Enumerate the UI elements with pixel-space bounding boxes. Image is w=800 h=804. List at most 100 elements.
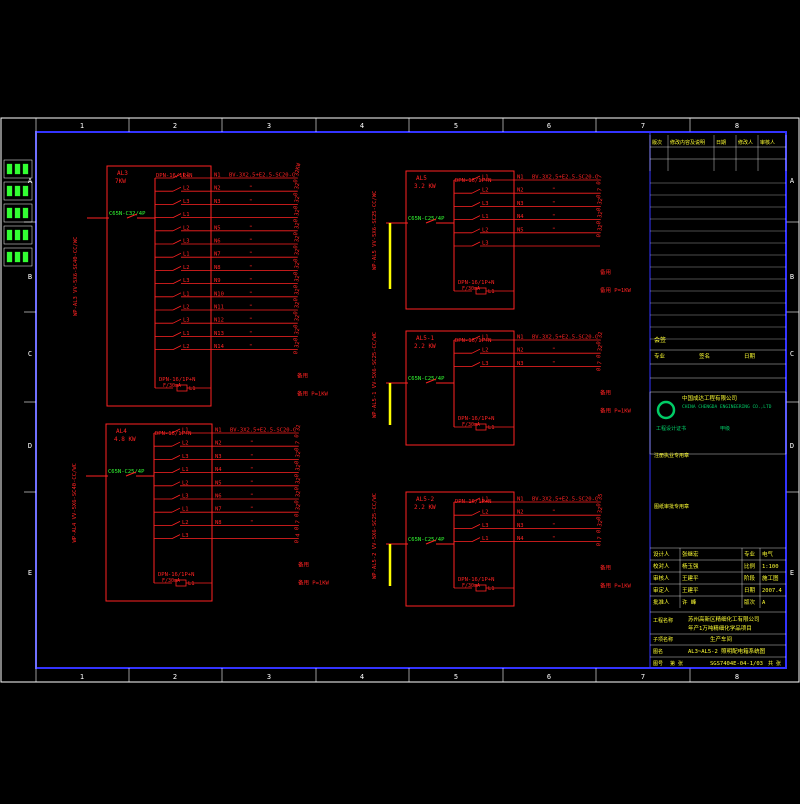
rcd-spec: F/30mA — [462, 286, 480, 292]
circuit-id: N6 — [214, 239, 221, 245]
circuit-switch — [171, 428, 181, 434]
margin-stamp-mark — [14, 251, 21, 263]
circuit-id: N4 — [517, 536, 524, 542]
circuit-id: N3 — [215, 454, 222, 460]
circuit-load: 0.35 — [596, 493, 604, 507]
margin-stamp-mark — [6, 207, 13, 219]
role-label: 审核人 — [653, 574, 670, 582]
circuit-id: N3 — [517, 361, 524, 367]
circuit-phase: L2 — [183, 305, 190, 311]
circuit-phase: L2 — [482, 188, 489, 194]
rcd-phase: L1 — [189, 386, 196, 392]
circuit-phase: L2 — [183, 344, 190, 350]
spare-label-2: 备用 P=1KW — [297, 390, 329, 398]
circuit-phase: L3 — [182, 533, 189, 539]
circuit-load: 0.32 — [596, 224, 604, 238]
approval-stamp-label: 图纸审批专用章 — [654, 503, 689, 510]
circuit-phase: L3 — [183, 239, 190, 245]
circuit-phase: L2 — [482, 348, 489, 354]
circuit-id: N5 — [214, 225, 221, 231]
circuit-switch — [471, 537, 481, 542]
grid-number-top: 2 — [173, 122, 177, 130]
project-label: 工程名称 — [653, 617, 673, 624]
circuit-switch — [172, 213, 182, 218]
circuit-load: 0.7 — [596, 175, 604, 186]
circuit-load: 0.32KW — [293, 162, 302, 183]
rcd-phase: L1 — [488, 289, 495, 295]
project-name-2: 年产1万吨精细化学品项目 — [688, 624, 752, 632]
grid-number-top: 3 — [267, 122, 271, 130]
panel-enclosure — [405, 491, 515, 607]
circuit-phase: L3 — [482, 241, 489, 247]
spare-label: 备用 — [600, 564, 611, 572]
sheet-label: 第 张 — [670, 660, 683, 667]
circuit-switch — [171, 455, 181, 460]
margin-stamp-mark — [14, 229, 21, 241]
incoming-feeder-label: WP-AL5-2 VV-5X6-SC25-CC/WC — [372, 493, 378, 579]
spare-label-2: 备用 P=1KW — [600, 286, 632, 294]
grid-number-top: 4 — [360, 122, 364, 130]
role-value: 1:100 — [762, 564, 779, 570]
circuit-id: N2 — [517, 188, 524, 194]
margin-stamp-mark — [22, 163, 29, 175]
revision-header: 修改内容及说明 — [670, 139, 705, 146]
cable-spec: " — [250, 507, 253, 513]
rcd-type: DPN-16/1P+N — [458, 416, 494, 422]
circuit-phase: L2 — [183, 225, 190, 231]
circuit-switch — [171, 507, 181, 513]
circuit-switch — [471, 241, 481, 247]
cable-spec: " — [249, 305, 252, 311]
margin-stamp-cell — [3, 159, 33, 179]
circuit-switch — [471, 188, 481, 194]
circuit-id: N4 — [215, 467, 222, 473]
cable-spec: " — [249, 291, 252, 297]
drawing-label: 图名 — [653, 648, 663, 655]
subproject-label: 子项名称 — [653, 636, 673, 643]
circuit-phase: L3 — [482, 361, 489, 367]
main-breaker-label: C65N-C25/4P — [408, 537, 445, 543]
grid-letter-right: B — [790, 273, 794, 281]
circuit-phase: L1 — [183, 252, 190, 258]
circuit-id: N1 — [517, 175, 524, 181]
cable-spec: " — [249, 199, 252, 205]
rcd-phase: L1 — [488, 425, 495, 431]
circuit-phase: L3 — [182, 454, 189, 460]
panel-name: AL4 — [116, 428, 127, 435]
grid-number-bottom: 8 — [735, 673, 739, 681]
role-name: 王建平 — [682, 574, 699, 582]
branch-breaker-type: DPN-16/1P+N — [156, 173, 192, 179]
revision-header: 审核人 — [760, 139, 775, 146]
circuit-id: N3 — [517, 201, 524, 207]
circuit-id: N1 — [215, 428, 222, 434]
circuit-phase: L2 — [482, 510, 489, 516]
certificate-code: 甲级 — [720, 425, 730, 432]
circuit-switch — [471, 335, 481, 341]
circuit-switch — [172, 292, 182, 298]
project-name: 苏州高新区精细化工有限公司 — [688, 615, 760, 623]
grid-number-bottom: 3 — [267, 673, 271, 681]
spare-label: 备用 — [297, 372, 308, 380]
circuit-switch — [171, 468, 181, 473]
role-field: 比例 — [744, 562, 756, 570]
circuit-id: N11 — [214, 305, 224, 311]
cable-spec: " — [249, 318, 252, 324]
circuit-load: 0.32 — [293, 341, 301, 355]
circuit-load: 0.32 — [596, 506, 604, 520]
circuit-load: 0.32 — [596, 344, 604, 358]
grid-letter-right: C — [790, 350, 794, 358]
countersign-label: 会签 — [654, 336, 666, 344]
spare-label: 备用 — [600, 388, 611, 396]
grid-number-bottom: 2 — [173, 673, 177, 681]
circuit-id: N1 — [517, 497, 524, 503]
grid-letter-left: C — [28, 350, 32, 358]
circuit-switch — [471, 202, 481, 207]
grid-number-bottom: 7 — [641, 673, 645, 681]
role-label: 校对人 — [653, 562, 670, 570]
circuit-id: N12 — [214, 318, 224, 324]
circuit-phase: L2 — [182, 480, 189, 486]
margin-stamp-cell — [3, 203, 33, 223]
circuit-switch — [471, 228, 481, 234]
circuit-id: N6 — [215, 494, 222, 500]
circuit-phase: L3 — [183, 318, 190, 324]
circuit-load: 0.32 — [293, 314, 301, 328]
